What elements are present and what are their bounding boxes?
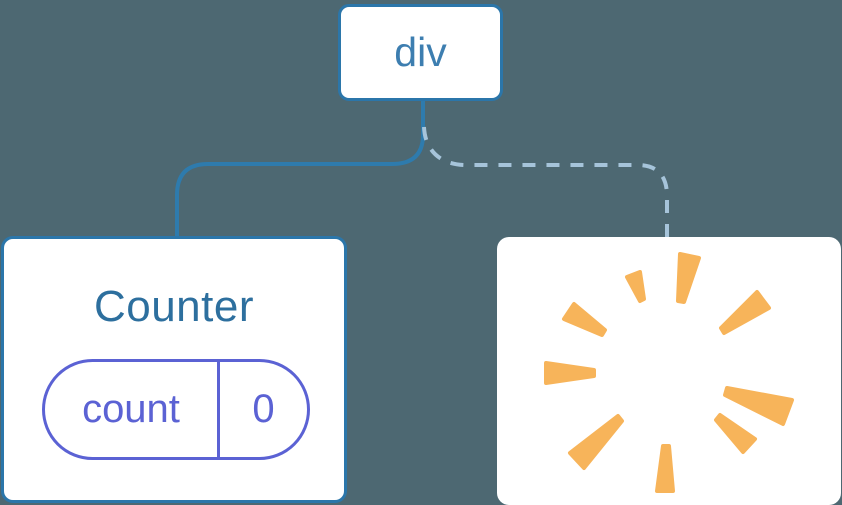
destroyed-component-node [497, 237, 841, 505]
counter-title: Counter [93, 282, 255, 331]
state-value: 0 [252, 387, 275, 431]
root-node-label: div [394, 29, 447, 75]
state-pill-divider [217, 362, 220, 457]
state-pill: count 0 [42, 359, 310, 460]
poof-burst-icon [544, 252, 794, 493]
counter-component-node: Counter count 0 [1, 236, 347, 503]
root-node-div: div [338, 4, 503, 101]
dashed-connector-line [422, 126, 669, 240]
state-key-label: count [82, 387, 180, 431]
solid-connector-line [175, 99, 425, 240]
